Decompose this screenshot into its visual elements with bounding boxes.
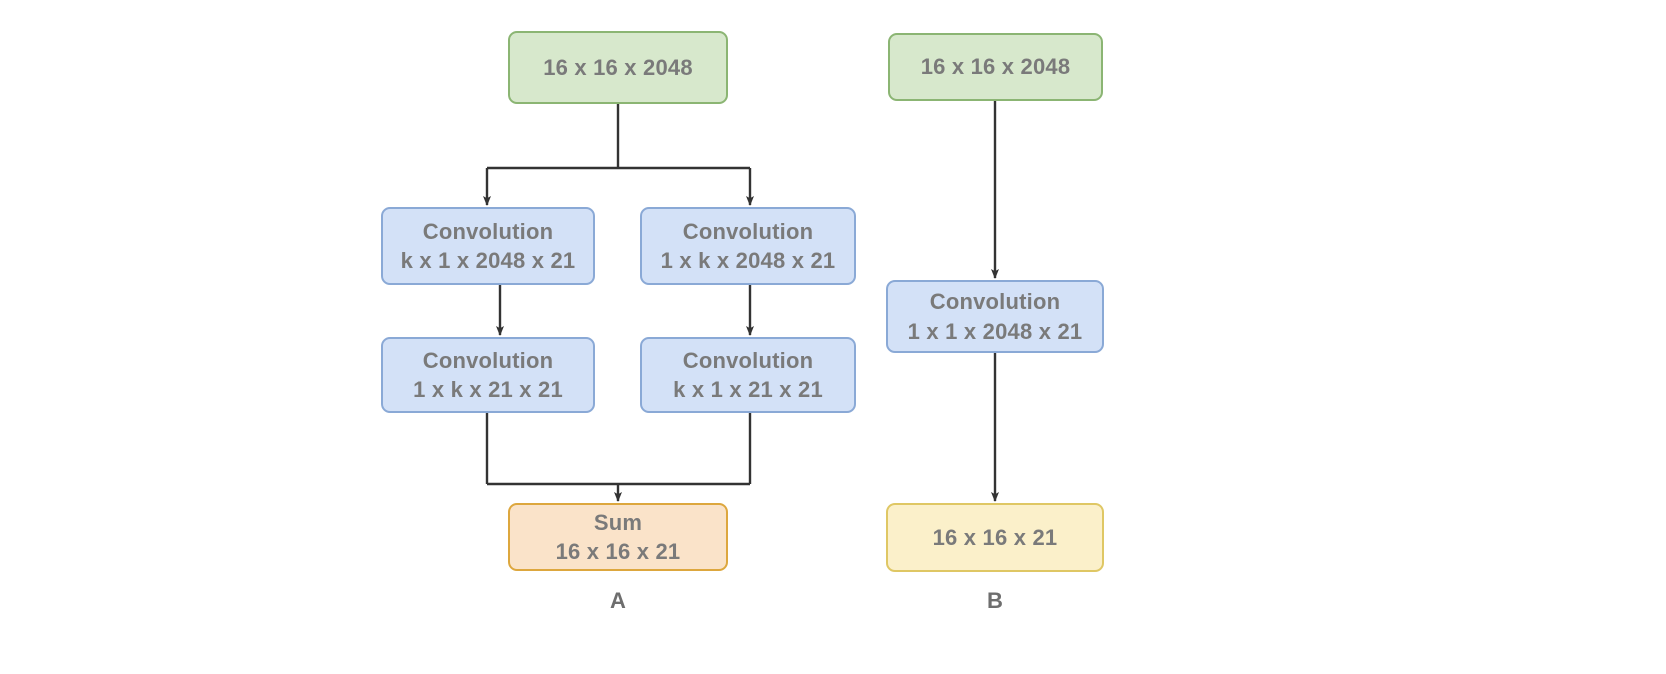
conv-k-1-2048-21-line-1: Convolution [422, 218, 554, 244]
panel-caption-a: A [610, 588, 626, 613]
conv-1-k-21-21-line-2: 1 x k x 21 x 21 [413, 377, 563, 402]
conv-1-k-2048-21[interactable]: Convolution 1 x k x 2048 x 21 [640, 207, 856, 285]
conv-1-k-21-21-line-1: Convolution [422, 347, 554, 373]
conv-1-k-2048-21-line-1: Convolution [682, 218, 814, 244]
sum-output-a-line-1: Sum [593, 509, 643, 535]
input-tensor-a[interactable]: 16 x 16 x 2048 [508, 31, 728, 104]
conv-k-1-21-21-line-2: k x 1 x 21 x 21 [673, 377, 823, 402]
conv-k-1-21-21-line-1: Convolution [682, 347, 814, 373]
panel-caption-b: B [987, 588, 1003, 613]
conv-k-1-2048-21-line-2: k x 1 x 2048 x 21 [400, 248, 576, 273]
input-tensor-a-line-1: 16 x 16 x 2048 [543, 54, 693, 80]
output-tensor-b[interactable]: 16 x 16 x 21 [886, 503, 1104, 572]
conv-1-1-2048-21-line-1: Convolution [929, 289, 1061, 315]
conv-k-1-21-21[interactable]: Convolution k x 1 x 21 x 21 [640, 337, 856, 413]
sum-output-a-line-2: 16 x 16 x 21 [555, 539, 681, 564]
sum-output-a[interactable]: Sum 16 x 16 x 21 [508, 503, 728, 571]
output-tensor-b-line-1: 16 x 16 x 21 [932, 524, 1058, 550]
conv-1-k-21-21[interactable]: Convolution 1 x k x 21 x 21 [381, 337, 595, 413]
conv-1-1-2048-21[interactable]: Convolution 1 x 1 x 2048 x 21 [886, 280, 1104, 353]
conv-1-1-2048-21-line-2: 1 x 1 x 2048 x 21 [907, 318, 1083, 344]
conv-1-k-2048-21-line-2: 1 x k x 2048 x 21 [660, 248, 836, 273]
conv-k-1-2048-21[interactable]: Convolution k x 1 x 2048 x 21 [381, 207, 595, 285]
input-tensor-b[interactable]: 16 x 16 x 2048 [888, 33, 1103, 101]
input-tensor-b-line-1: 16 x 16 x 2048 [920, 54, 1071, 80]
